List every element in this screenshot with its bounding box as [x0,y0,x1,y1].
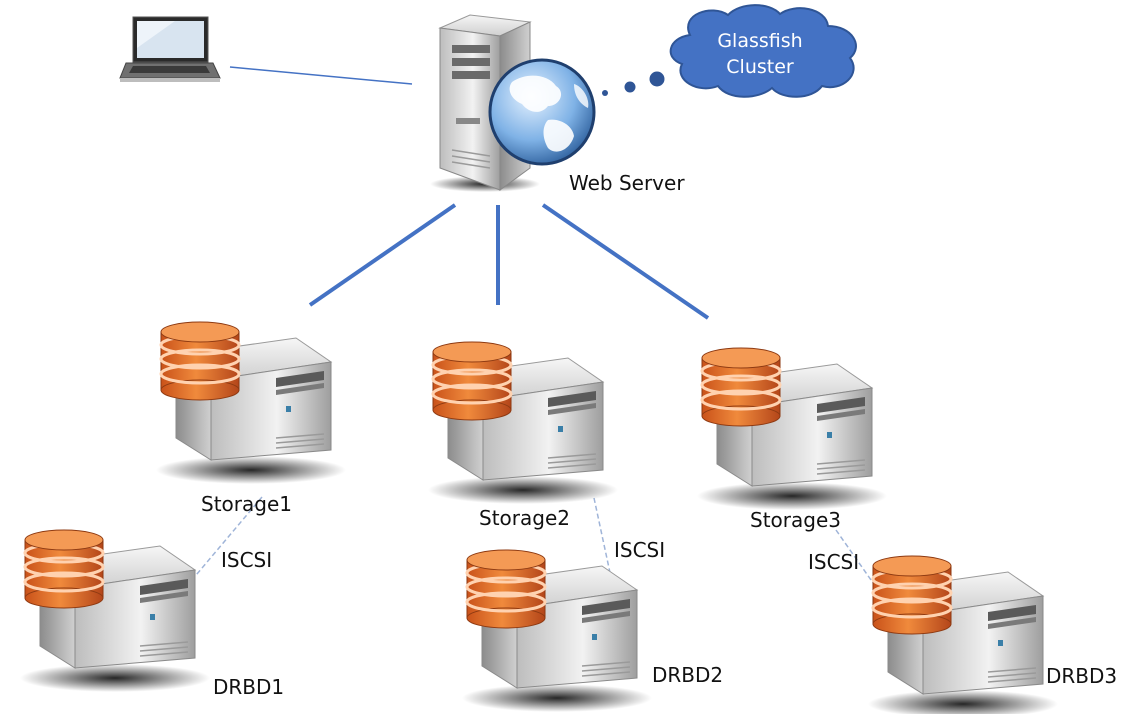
drbd2-server-icon [460,548,654,714]
storage3-server-icon [695,346,889,512]
storage3-label: Storage3 [750,508,841,532]
storage2-label: Storage2 [479,506,570,530]
cluster-link-dots [602,71,665,96]
web-server-globe-icon [430,14,596,192]
webserver-to-storage3-link [541,203,710,320]
drbd3-server-icon [866,554,1060,714]
storage2-to-drbd2-iscsi-link [593,497,613,583]
cloud-icon [669,4,857,98]
storage1-label: Storage1 [201,492,292,516]
storage2-server-icon [426,340,620,506]
iscsi-label-1: ISCSI [221,548,273,572]
laptop-to-webserver-link [229,66,413,85]
storage3-to-drbd3-iscsi-link [835,529,879,591]
drbd1-label: DRBD1 [213,675,285,699]
web-server-label: Web Server [569,171,685,195]
laptop-icon [119,16,221,82]
iscsi-label-2: ISCSI [614,538,666,562]
drbd2-label: DRBD2 [652,663,724,687]
cluster-label-line2: Cluster [726,56,794,78]
drbd3-label: DRBD3 [1046,664,1118,688]
iscsi-label-3: ISCSI [808,550,860,574]
drbd1-server-icon [18,528,212,694]
webserver-to-storage1-link [308,203,457,307]
cluster-cloud-label: Glassfish Cluster [700,28,820,80]
cluster-label-line1: Glassfish [717,30,803,52]
storage1-server-icon [154,320,348,486]
